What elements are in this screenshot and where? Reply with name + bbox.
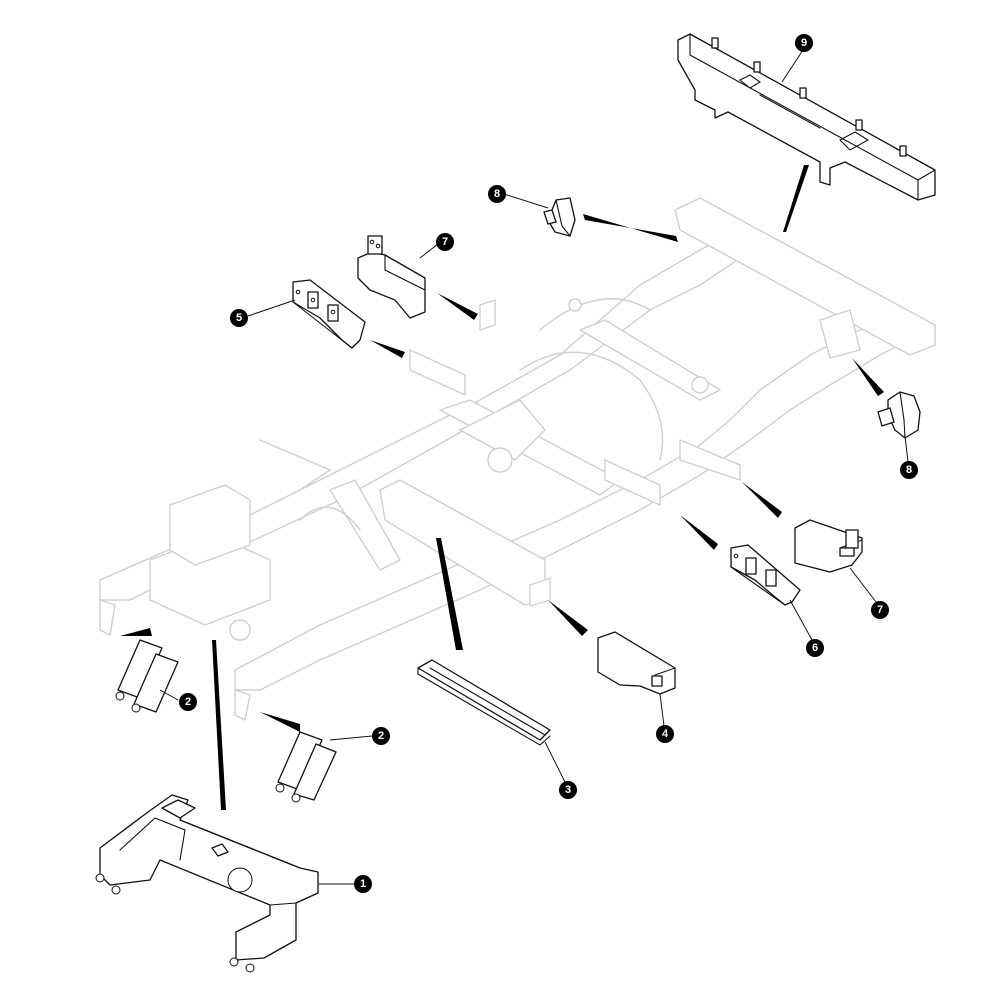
leader-1 [212,640,226,810]
callout-6: 6 [806,639,824,657]
spring-plate-left-part [115,639,179,713]
callout-1: 1 [354,875,372,893]
svg-text:5: 5 [236,312,242,324]
outrigger-bracket-part [597,631,676,695]
bump-stop-right-part [877,391,921,439]
leader-5 [370,340,405,358]
callout-9: 9 [795,34,813,52]
callout-leaders [159,49,909,885]
svg-text:7: 7 [877,604,883,616]
outrigger-7-left-part [357,235,426,319]
callout-7a: 7 [436,233,454,251]
leader-wedges [120,165,884,810]
svg-text:3: 3 [565,784,571,796]
leader-2b [260,712,300,732]
leader-8b [852,358,884,396]
svg-text:2: 2 [185,696,191,708]
outrigger-7-right-part [794,519,863,573]
callouts: 1 2 2 3 4 5 6 7 7 8 8 9 [179,34,918,893]
svg-text:7: 7 [442,236,448,248]
leader-7a [437,293,478,320]
callout-8a: 8 [488,185,506,203]
svg-text:4: 4 [662,728,669,740]
body-mount-bracket-5-part [292,279,366,349]
chassis-frame [99,197,936,721]
leader-7b [742,482,782,518]
svg-text:8: 8 [494,188,500,200]
svg-text:8: 8 [906,464,912,476]
spring-plate-right-part [275,731,337,803]
front-cross-member-part [95,794,319,973]
leader-4 [548,600,588,636]
callout-2a: 2 [179,693,197,711]
leader-9 [783,165,809,232]
channel-member-part [417,659,551,746]
callout-3: 3 [559,781,577,799]
svg-text:2: 2 [378,730,384,742]
callout-2b: 2 [372,727,390,745]
body-mount-bracket-6-part [730,544,801,606]
leader-6 [680,515,718,550]
callout-8b: 8 [900,461,918,479]
leader-8a [583,214,678,242]
svg-text:9: 9 [801,37,807,49]
svg-text:1: 1 [360,878,366,890]
leader-2a [120,628,152,636]
callout-7b: 7 [871,601,889,619]
svg-text:6: 6 [812,642,818,654]
rear-cross-member-part [677,33,936,201]
callout-5: 5 [230,309,248,327]
callout-4: 4 [656,725,674,743]
leader-3 [436,538,463,650]
bump-stop-left-part [543,197,576,237]
